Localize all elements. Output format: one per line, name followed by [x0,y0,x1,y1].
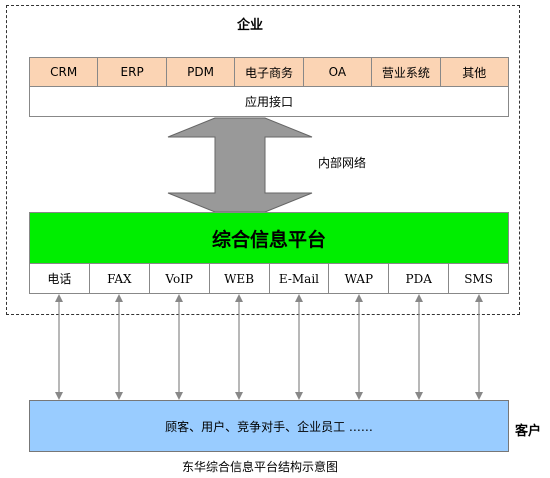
app-crm: CRM [30,58,99,86]
channel-voip: VoIP [150,264,210,293]
channel-fax: FAX [90,264,150,293]
app-other: 其他 [440,58,508,86]
enterprise-title: 企业 [236,18,263,33]
platform-title: 综合信息平台 [29,212,509,264]
application-row: CRM ERP PDM 电子商务 OA 营业系统 其他 [29,57,509,87]
app-ecommerce: 电子商务 [235,58,304,86]
diagram-caption: 东华综合信息平台结构示意图 [181,460,338,474]
internal-network-arrow [167,117,313,213]
customer-box: 顾客、用户、竞争对手、企业员工 …… [29,400,509,452]
channel-phone: 电话 [30,264,90,293]
channel-pda: PDA [389,264,450,293]
channel-row: 电话 FAX VoIP WEB E-Mail WAP PDA SMS [29,264,509,294]
channel-sms: SMS [464,271,493,286]
app-pdm: PDM [166,58,236,86]
channel-wap: WAP [329,264,390,293]
customer-label: 客户 [515,424,542,439]
app-business-system: 营业系统 [372,58,441,86]
channel-web: WEB [210,264,270,293]
internal-network-label: 内部网络 [318,156,367,170]
application-interface: 应用接口 [29,87,509,117]
channel-email: E-Mail [270,264,330,293]
channel-arrows [55,294,483,400]
enterprise-boundary [6,5,520,315]
app-erp: ERP [98,58,167,86]
app-oa: OA [303,58,373,86]
